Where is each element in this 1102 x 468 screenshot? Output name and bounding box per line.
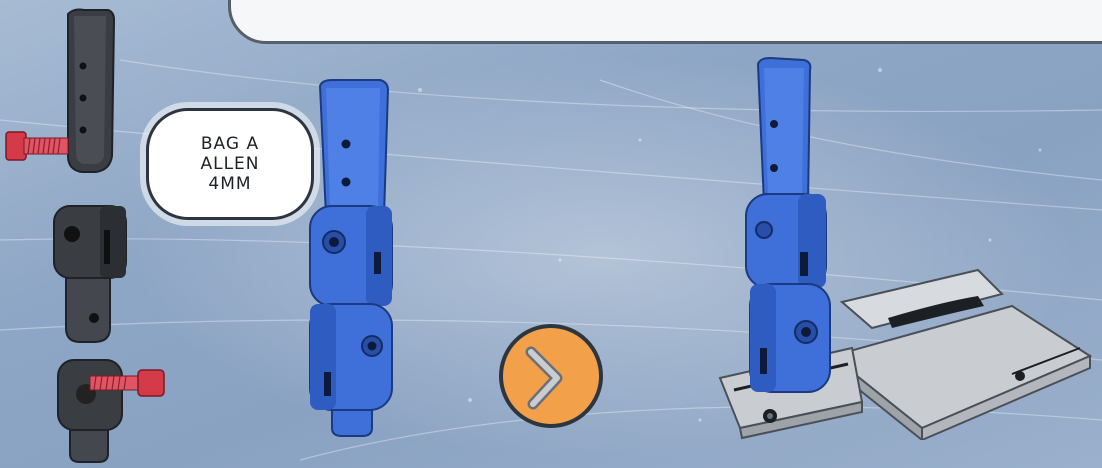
- allen-key-icon: [497, 322, 605, 430]
- top-instruction-panel: [228, 0, 1102, 44]
- callout-line-1: BAG A: [201, 134, 259, 154]
- blue-arm-assembly: [296, 78, 406, 442]
- socket-head-bolt-icon: [6, 132, 68, 160]
- callout-bubble: BAG A ALLEN 4MM: [146, 108, 314, 220]
- mounted-assembly-on-base: [712, 56, 1102, 440]
- callout-line-2: ALLEN: [200, 154, 259, 174]
- dark-block-with-bolt: [52, 352, 172, 466]
- dark-mounting-plate: [4, 6, 122, 176]
- blue-arm-assembly-mounted: [746, 58, 830, 392]
- callout-line-3: 4MM: [208, 174, 251, 194]
- dark-hinge-block: [50, 200, 134, 350]
